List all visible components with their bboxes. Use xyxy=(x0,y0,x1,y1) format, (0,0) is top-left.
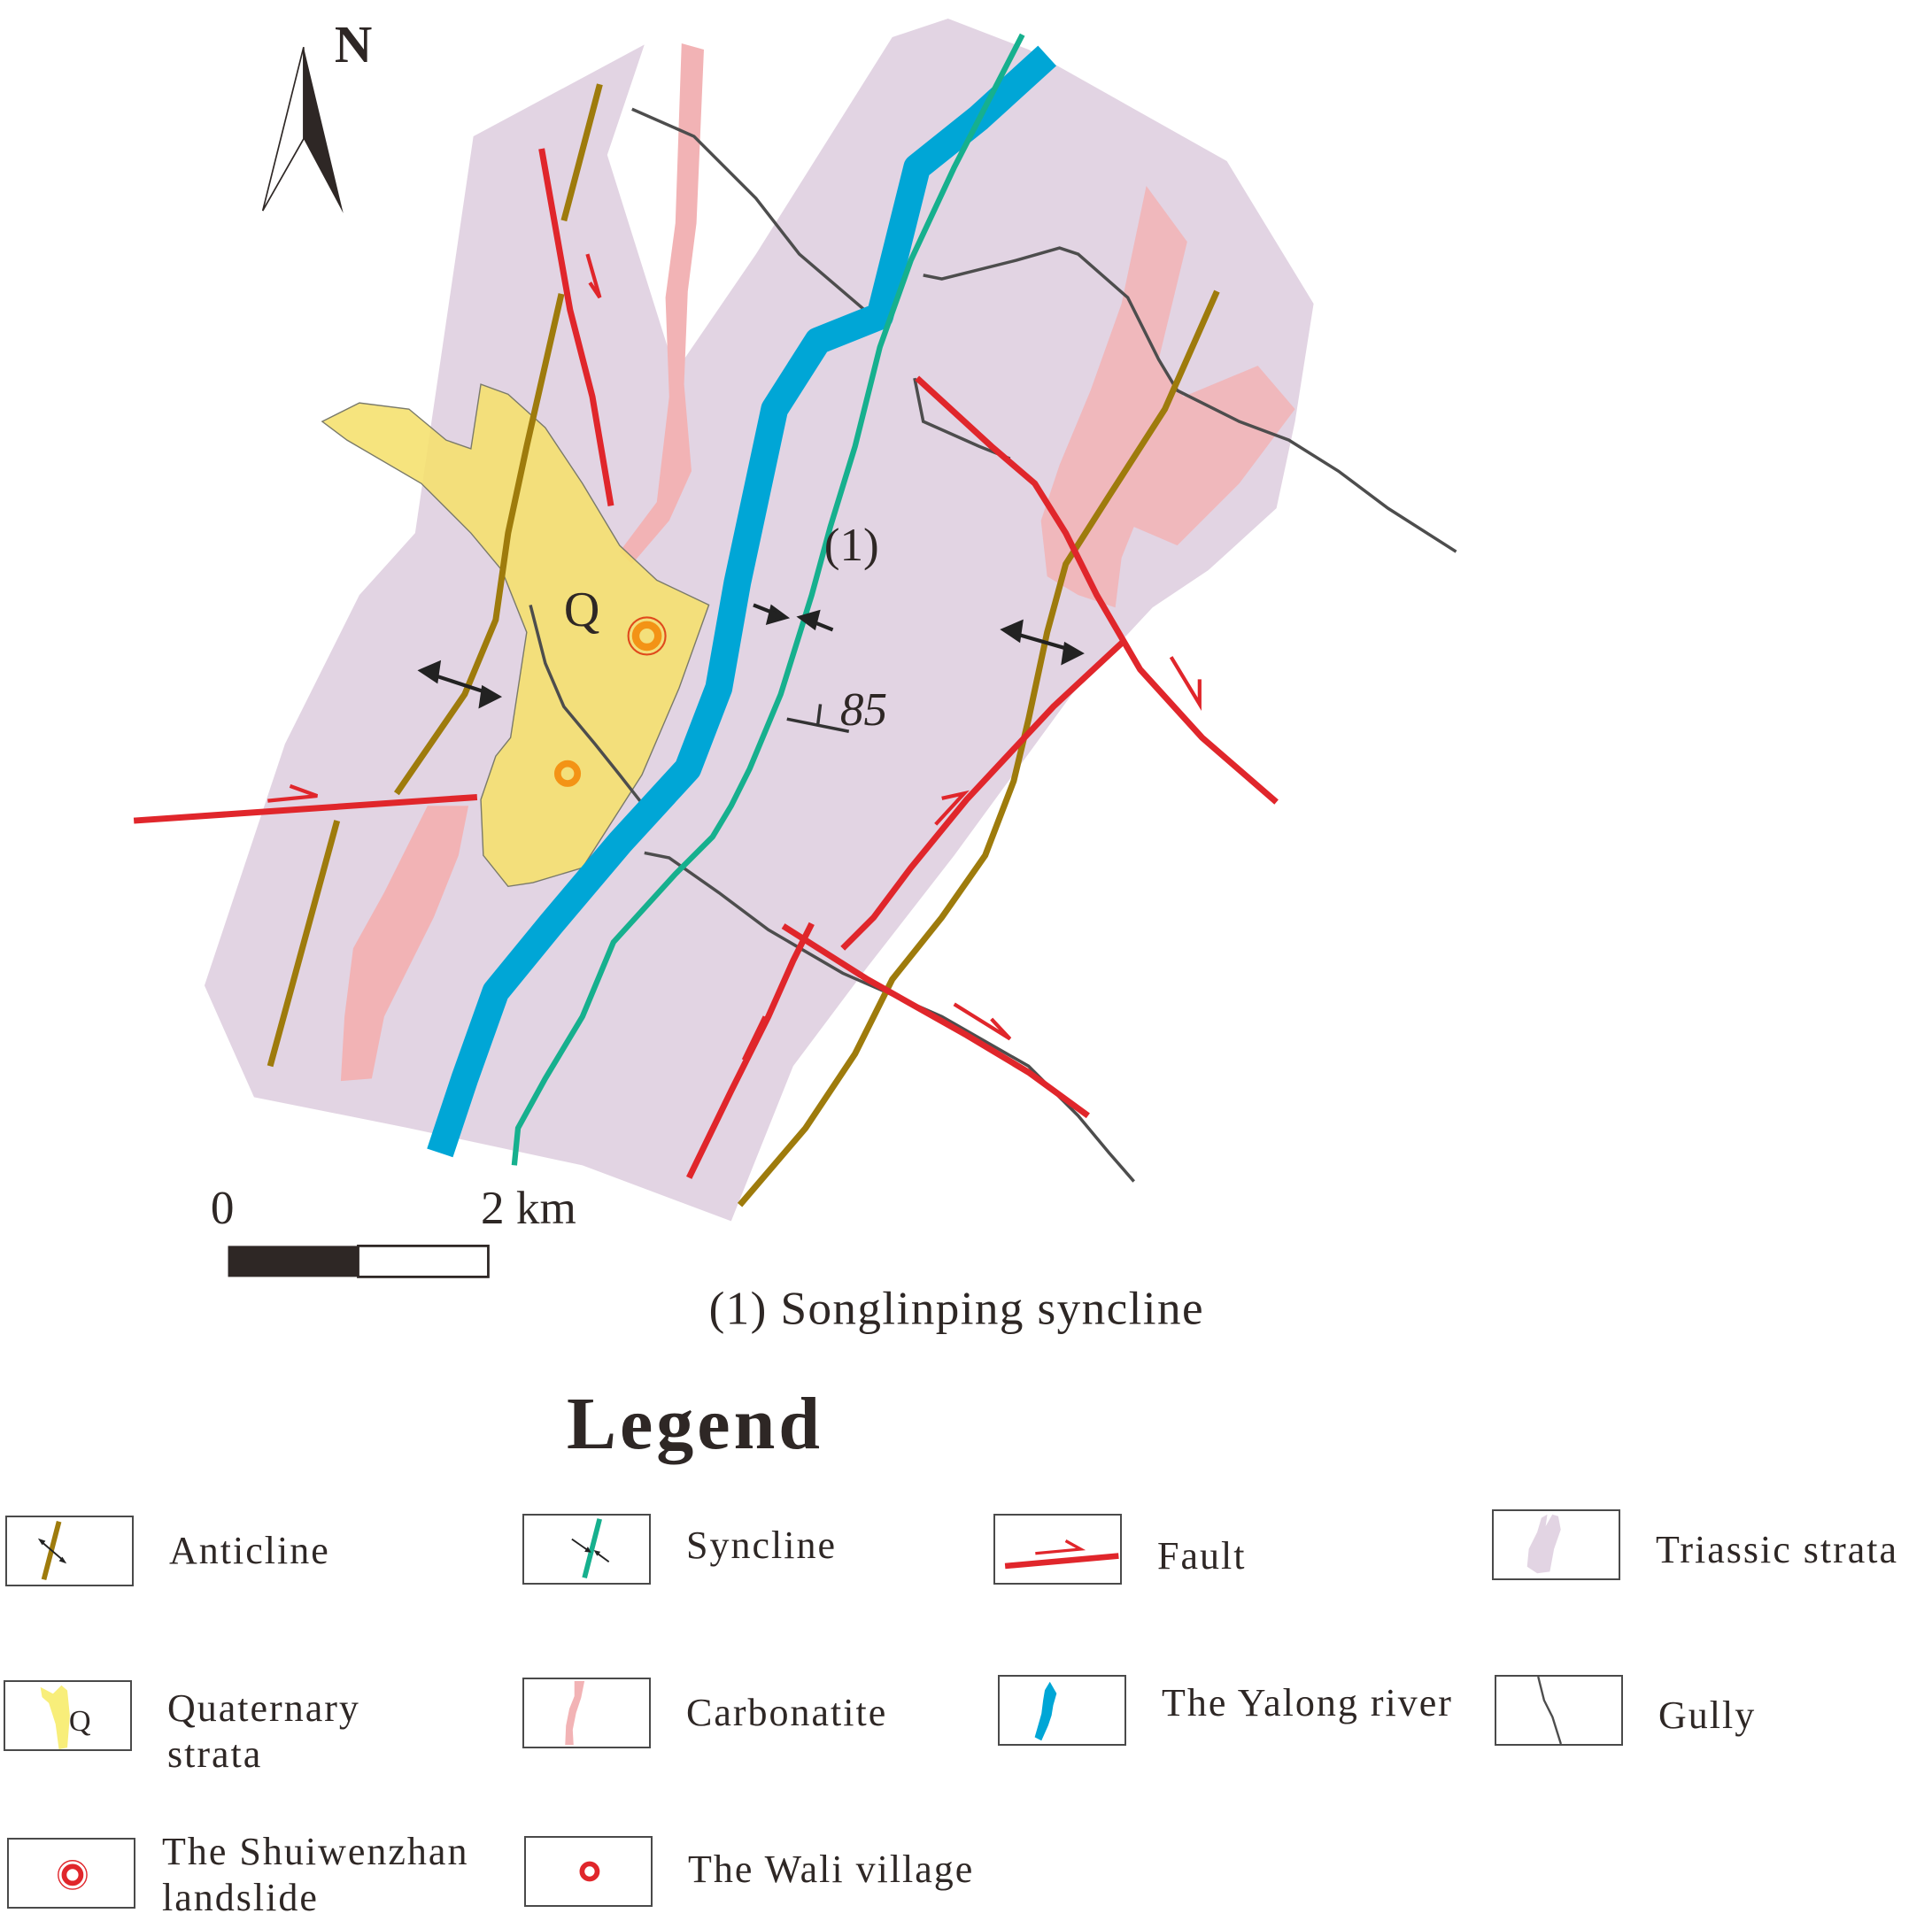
map-caption: (1) Songlinping syncline xyxy=(709,1283,1204,1335)
scale-start-label: 0 xyxy=(211,1182,235,1234)
legend-item-gully: Gully xyxy=(1495,1675,1756,1746)
legend-item-anticline: Anticline xyxy=(5,1516,330,1586)
north-arrow-icon xyxy=(261,47,344,213)
fault-slip-arrows xyxy=(267,253,1202,1061)
syncline-symbol-icon xyxy=(522,1514,651,1585)
faults xyxy=(133,148,1279,1179)
quaternary-label: Q xyxy=(564,582,599,637)
anticline-symbol-icon xyxy=(5,1516,134,1586)
landslide-symbol-icon xyxy=(7,1838,135,1909)
legend-item-shuiwenzhan-landslide: The Shuiwenzhan landslide xyxy=(7,1830,468,1921)
fault-symbol-icon xyxy=(993,1514,1122,1585)
legend-label: Anticline xyxy=(169,1529,330,1572)
dip-value: 85 xyxy=(840,683,887,736)
gully-symbol-icon xyxy=(1495,1675,1623,1746)
legend-label: Syncline xyxy=(686,1524,837,1567)
anticlines xyxy=(267,83,1220,1207)
legend-item-wali-village: The Wali village xyxy=(524,1836,974,1907)
shuiwenzhan-landslide-marker xyxy=(627,616,667,656)
village-symbol-icon xyxy=(524,1836,653,1907)
legend-label: Gully xyxy=(1658,1693,1757,1737)
quaternary-symbol-icon: Q xyxy=(4,1680,132,1751)
songlinping-syncline xyxy=(511,33,1025,1166)
legend-label: The Wali village xyxy=(688,1848,975,1891)
dip-symbol xyxy=(786,704,850,733)
legend-item-yalong-river: The Yalong river xyxy=(998,1675,1453,1746)
river-symbol-icon xyxy=(998,1675,1126,1746)
legend-item-triassic: Triassic strata xyxy=(1492,1509,1898,1580)
triassic-strata-area xyxy=(204,19,1314,1222)
triassic-symbol-icon xyxy=(1492,1509,1620,1580)
legend-item-fault: Fault xyxy=(993,1514,1246,1585)
yalong-river xyxy=(427,45,1057,1158)
svg-text:Q: Q xyxy=(69,1705,91,1738)
fold-axis-arrows xyxy=(417,603,1085,709)
syncline-number-label: (1) xyxy=(824,519,879,571)
wali-village-marker xyxy=(553,760,582,787)
carbonatite-body-west xyxy=(340,806,469,1082)
legend-label: Fault xyxy=(1157,1534,1247,1578)
scale-end-label: 2 km xyxy=(481,1182,576,1234)
carbonatite-symbol-icon xyxy=(522,1678,651,1748)
legend-item-carbonatite: Carbonatite xyxy=(522,1678,887,1748)
quaternary-strata-area xyxy=(321,383,710,888)
carbonatite-body-north xyxy=(619,43,704,565)
legend-label: Quaternary strata xyxy=(167,1686,360,1776)
legend-label: Carbonatite xyxy=(686,1691,888,1734)
legend-item-quaternary: Q Quaternary strata xyxy=(4,1680,360,1778)
legend-item-syncline: Syncline xyxy=(522,1514,837,1585)
scale-bar xyxy=(228,1244,490,1278)
legend-label: Triassic strata xyxy=(1656,1528,1899,1571)
legend-title: Legend xyxy=(567,1383,824,1465)
legend-label: The Yalong river xyxy=(1162,1681,1453,1724)
north-label: N xyxy=(335,16,372,73)
legend-label: The Shuiwenzhan landslide xyxy=(162,1830,469,1919)
